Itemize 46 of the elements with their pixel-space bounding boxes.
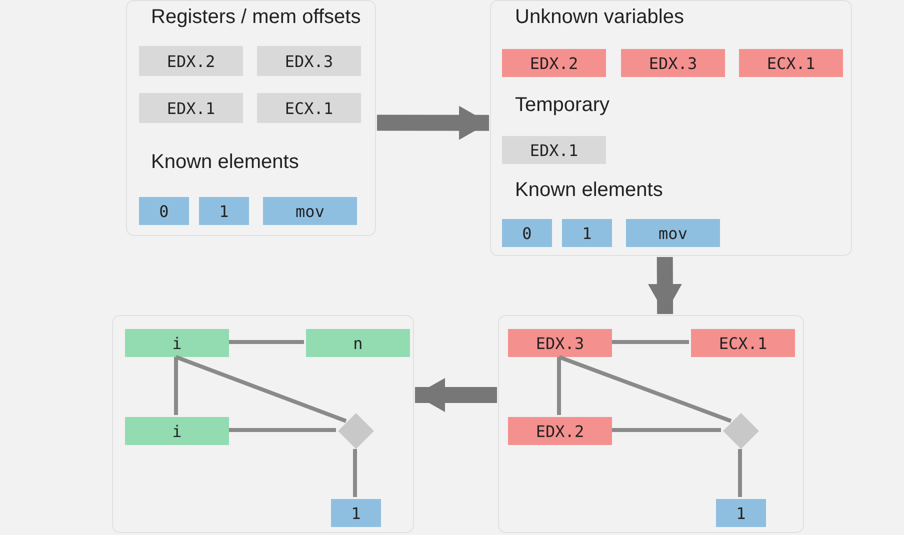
diamond-shape: [723, 413, 759, 449]
token-tile: EDX.3: [257, 46, 361, 76]
panel-outline: [126, 0, 376, 236]
panel-outline: [498, 315, 804, 533]
block-arrow: [648, 256, 682, 314]
token-tile: EDX.1: [502, 136, 606, 164]
connector-line: [557, 357, 561, 415]
token-tile: 1: [562, 219, 612, 247]
token-tile: ECX.1: [739, 49, 843, 77]
connector-line: [175, 355, 347, 423]
diamond-shape: [338, 413, 374, 449]
token-tile: EDX.2: [508, 417, 612, 445]
connector-line: [612, 340, 689, 344]
token-tile: n: [306, 329, 410, 357]
token-tile: EDX.1: [139, 93, 243, 123]
token-tile: mov: [263, 197, 357, 225]
token-tile: 0: [502, 219, 552, 247]
section-heading: Known elements: [515, 179, 663, 202]
section-heading: Temporary: [515, 94, 610, 117]
token-tile: ECX.1: [691, 329, 795, 357]
connector-line: [229, 428, 336, 432]
block-arrow: [377, 106, 489, 140]
connector-line: [353, 449, 357, 497]
token-tile: 1: [331, 499, 381, 527]
block-arrow: [415, 378, 497, 412]
token-tile: ECX.1: [257, 93, 361, 123]
token-tile: mov: [626, 219, 720, 247]
section-heading: Registers / mem offsets: [151, 6, 361, 29]
token-tile: EDX.3: [508, 329, 612, 357]
token-tile: i: [125, 417, 229, 445]
token-tile: EDX.3: [621, 49, 725, 77]
connector-line: [612, 428, 721, 432]
connector-line: [229, 340, 304, 344]
section-heading: Known elements: [151, 151, 299, 174]
panel-outline: [490, 0, 852, 256]
token-tile: EDX.2: [139, 46, 243, 76]
token-tile: EDX.2: [502, 49, 606, 77]
connector-line: [174, 357, 178, 415]
token-tile: 0: [139, 197, 189, 225]
connector-line: [738, 449, 742, 497]
token-tile: 1: [716, 499, 766, 527]
token-tile: i: [125, 329, 229, 357]
token-tile: 1: [199, 197, 249, 225]
connector-line: [558, 355, 732, 423]
panel-outline: [112, 315, 414, 533]
section-heading: Unknown variables: [515, 6, 684, 29]
